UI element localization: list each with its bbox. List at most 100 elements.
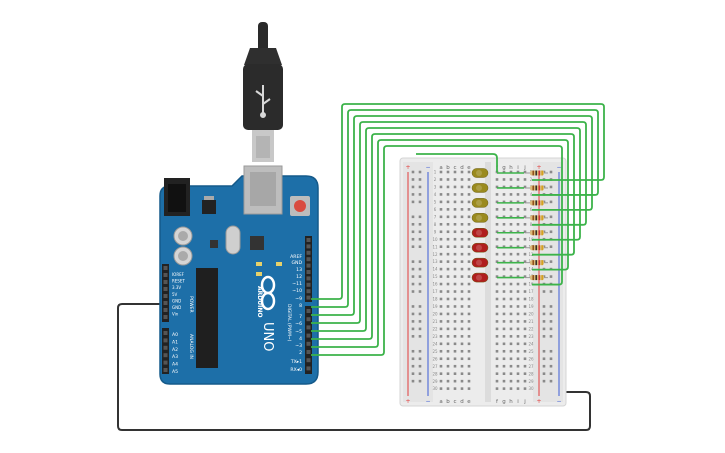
breadboard-hole[interactable] [495, 215, 499, 219]
rail-hole[interactable] [418, 327, 422, 331]
breadboard-hole[interactable] [509, 342, 513, 346]
breadboard-hole[interactable] [509, 208, 513, 211]
breadboard-hole[interactable] [502, 237, 506, 241]
rail-hole[interactable] [542, 372, 546, 375]
header-pin[interactable] [163, 360, 168, 365]
signal-wire[interactable] [311, 145, 563, 356]
breadboard-hole[interactable] [502, 327, 506, 331]
rail-hole[interactable] [418, 282, 422, 286]
rail-hole[interactable] [418, 290, 422, 293]
rail-hole[interactable] [418, 215, 422, 219]
breadboard-hole[interactable] [467, 327, 471, 331]
rail-hole[interactable] [418, 178, 422, 181]
breadboard-hole[interactable] [453, 193, 457, 196]
breadboard-hole[interactable] [495, 185, 499, 189]
breadboard-hole[interactable] [460, 230, 464, 234]
breadboard-hole[interactable] [516, 357, 520, 361]
breadboard-hole[interactable] [502, 200, 506, 204]
breadboard-hole[interactable] [523, 372, 527, 375]
breadboard-hole[interactable] [467, 387, 471, 390]
header-pin[interactable] [163, 301, 168, 305]
breadboard-hole[interactable] [460, 170, 464, 174]
breadboard-hole[interactable] [495, 297, 499, 301]
rail-hole[interactable] [549, 200, 553, 204]
breadboard-hole[interactable] [523, 297, 527, 301]
breadboard-hole[interactable] [495, 208, 499, 211]
breadboard-hole[interactable] [467, 379, 471, 383]
breadboard-hole[interactable] [516, 245, 520, 248]
breadboard-hole[interactable] [467, 267, 471, 271]
breadboard-hole[interactable] [446, 237, 450, 241]
breadboard-hole[interactable] [516, 327, 520, 331]
breadboard-hole[interactable] [495, 357, 499, 361]
breadboard-hole[interactable] [453, 245, 457, 248]
rail-hole[interactable] [542, 364, 546, 368]
breadboard-hole[interactable] [523, 387, 527, 390]
resistor[interactable] [525, 215, 548, 221]
breadboard-hole[interactable] [446, 208, 450, 211]
breadboard-hole[interactable] [502, 290, 506, 293]
header-pin[interactable] [163, 353, 168, 358]
breadboard-hole[interactable] [460, 335, 464, 338]
breadboard-hole[interactable] [446, 185, 450, 189]
breadboard-hole[interactable] [446, 275, 450, 278]
signal-wire[interactable] [311, 127, 581, 332]
rail-hole[interactable] [549, 305, 553, 308]
led-red[interactable] [471, 242, 489, 253]
breadboard-hole[interactable] [453, 275, 457, 278]
header-pin[interactable] [306, 282, 311, 287]
rail-hole[interactable] [411, 170, 415, 174]
ground-wire[interactable] [117, 303, 591, 431]
breadboard-hole[interactable] [509, 364, 513, 368]
header-pin[interactable] [163, 345, 168, 350]
breadboard-hole[interactable] [509, 379, 513, 383]
breadboard-hole[interactable] [453, 349, 457, 353]
breadboard-hole[interactable] [509, 215, 513, 219]
rail-hole[interactable] [411, 364, 415, 368]
breadboard-hole[interactable] [523, 357, 527, 361]
rail-hole[interactable] [549, 230, 553, 234]
breadboard-hole[interactable] [516, 275, 520, 278]
breadboard-hole[interactable] [516, 237, 520, 241]
breadboard-hole[interactable] [439, 275, 443, 278]
header-pin[interactable] [306, 270, 311, 274]
breadboard-hole[interactable] [467, 297, 471, 301]
breadboard-hole[interactable] [439, 193, 443, 196]
breadboard-hole[interactable] [460, 267, 464, 271]
rail-hole[interactable] [418, 245, 422, 248]
rail-hole[interactable] [549, 327, 553, 331]
header-pin[interactable] [163, 287, 168, 291]
breadboard-hole[interactable] [502, 372, 506, 375]
header-pin[interactable] [163, 266, 168, 270]
breadboard-hole[interactable] [502, 357, 506, 361]
breadboard-hole[interactable] [509, 320, 513, 323]
breadboard-hole[interactable] [467, 349, 471, 353]
breadboard-hole[interactable] [509, 335, 513, 338]
breadboard-hole[interactable] [502, 379, 506, 383]
breadboard-hole[interactable] [453, 305, 457, 308]
header-pin[interactable] [306, 257, 311, 262]
breadboard-hole[interactable] [467, 245, 471, 248]
breadboard-hole[interactable] [516, 379, 520, 383]
led-yellow[interactable] [471, 213, 489, 223]
breadboard-hole[interactable] [509, 230, 513, 234]
breadboard-hole[interactable] [502, 185, 506, 189]
breadboard-hole[interactable] [502, 305, 506, 308]
rail-hole[interactable] [542, 357, 546, 361]
breadboard-hole[interactable] [460, 282, 464, 286]
breadboard-hole[interactable] [523, 193, 527, 196]
signal-wire[interactable] [311, 121, 587, 324]
breadboard-hole[interactable] [460, 342, 464, 346]
signal-wire[interactable] [311, 139, 569, 348]
rail-hole[interactable] [411, 312, 415, 316]
breadboard-hole[interactable] [467, 312, 471, 316]
rail-hole[interactable] [411, 215, 415, 219]
breadboard-hole[interactable] [495, 178, 499, 181]
breadboard-hole[interactable] [523, 178, 527, 181]
rail-hole[interactable] [542, 275, 546, 278]
breadboard-hole[interactable] [453, 237, 457, 241]
header-pin[interactable] [306, 238, 311, 242]
resistor[interactable] [525, 260, 548, 266]
rail-hole[interactable] [418, 267, 422, 271]
breadboard-hole[interactable] [446, 312, 450, 316]
